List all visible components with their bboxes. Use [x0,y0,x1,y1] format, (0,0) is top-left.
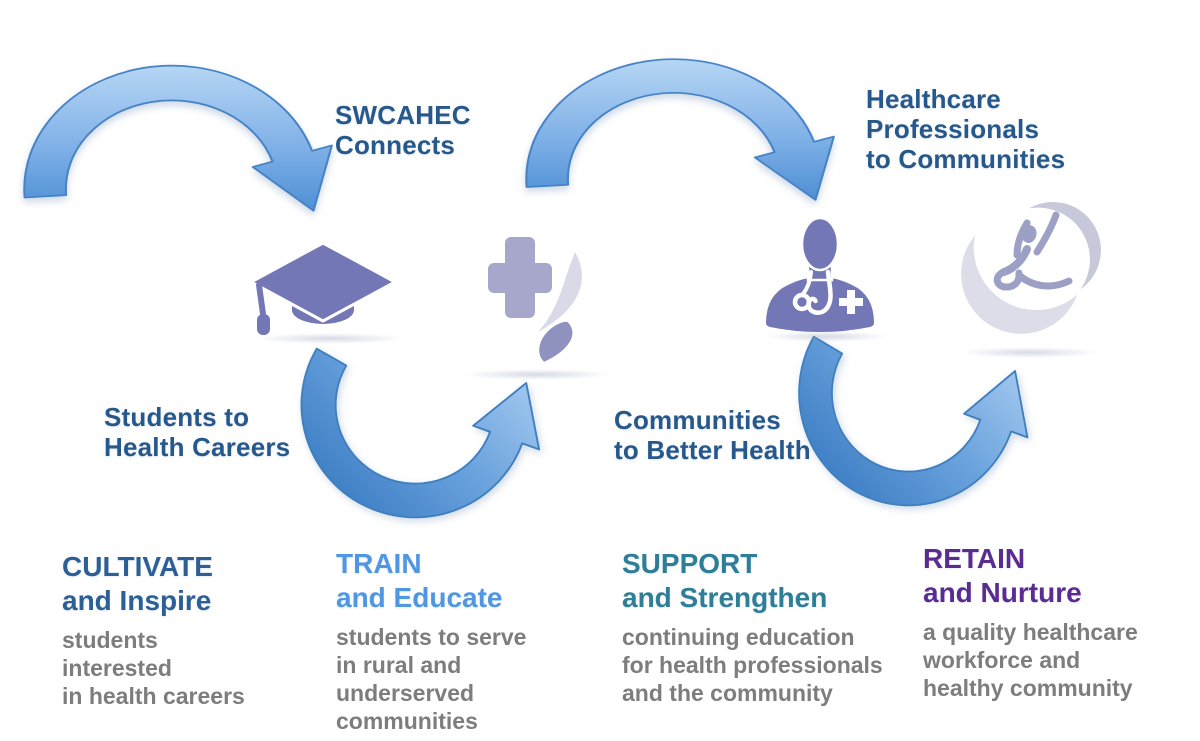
description-line: in rural and [336,652,462,678]
label-swcahec-connects: SWCAHEC Connects [335,100,471,160]
description-line: continuing education [622,624,855,650]
shadow-under-doctor [764,331,889,342]
keyword-line: and Inspire [62,585,212,616]
arc-arrow-healthcare-professionals [525,58,835,201]
description-line: communities [336,708,478,734]
description-line: underserved [336,680,475,706]
keyword-line: CULTIVATE [62,551,213,582]
column-description: students to serve in rural and underserv… [336,623,621,735]
label-line: Healthcare [866,84,1001,114]
column-retain: RETAIN and Nurture a quality healthcare … [923,542,1200,702]
medical-cross-leaf-icon [488,237,582,365]
arc-arrow-swcahec-connects [23,64,333,212]
shadow-under-cross [462,369,612,380]
label-healthcare-professionals: Healthcare Professionals to Communities [866,84,1065,174]
description-line: a quality healthcare [923,619,1138,645]
label-students-to-health-careers: Students to Health Careers [104,402,290,462]
label-line: to Communities [866,144,1066,174]
column-support: SUPPORT and Strengthen continuing educat… [622,547,907,707]
column-keyword: SUPPORT and Strengthen [622,547,907,615]
label-line: Connects [335,130,456,160]
u-arrow-doctor-to-wellness [798,335,1029,507]
label-communities-to-better-health: Communities to Better Health [614,405,811,465]
column-description: a quality healthcare workforce and healt… [923,618,1200,702]
column-description: continuing education for health professi… [622,623,907,707]
graduation-cap-icon [249,241,397,335]
keyword-line: and Nurture [923,577,1082,608]
keyword-line: RETAIN [923,543,1026,574]
u-arrow-students-to-cross [300,347,541,519]
description-line: and the community [622,680,833,706]
description-line: in health careers [62,683,245,709]
description-line: students to serve [336,624,527,650]
description-line: interested [62,655,172,681]
label-line: Health Careers [104,432,291,462]
keyword-line: and Educate [336,582,503,613]
column-train: TRAIN and Educate students to serve in r… [336,547,621,735]
shadow-under-cap [255,333,405,344]
description-line: workforce and [923,647,1081,673]
label-line: SWCAHEC [335,100,471,130]
column-keyword: RETAIN and Nurture [923,542,1200,610]
shadow-under-leaper [960,347,1100,358]
label-line: to Better Health [614,435,811,465]
keyword-line: SUPPORT [622,548,758,579]
doctor-icon [766,216,874,332]
description-line: for health professionals [622,652,883,678]
column-keyword: CULTIVATE and Inspire [62,550,347,618]
label-line: Communities [614,405,781,435]
keyword-line: TRAIN [336,548,422,579]
column-description: students interested in health careers [62,626,347,710]
keyword-line: and Strengthen [622,582,828,613]
description-line: students [62,627,158,653]
leaping-person-icon [961,202,1101,334]
column-cultivate: CULTIVATE and Inspire students intereste… [62,550,347,710]
column-keyword: TRAIN and Educate [336,547,621,615]
label-line: Professionals [866,114,1040,144]
label-line: Students to [104,402,250,432]
description-line: healthy community [923,675,1133,701]
